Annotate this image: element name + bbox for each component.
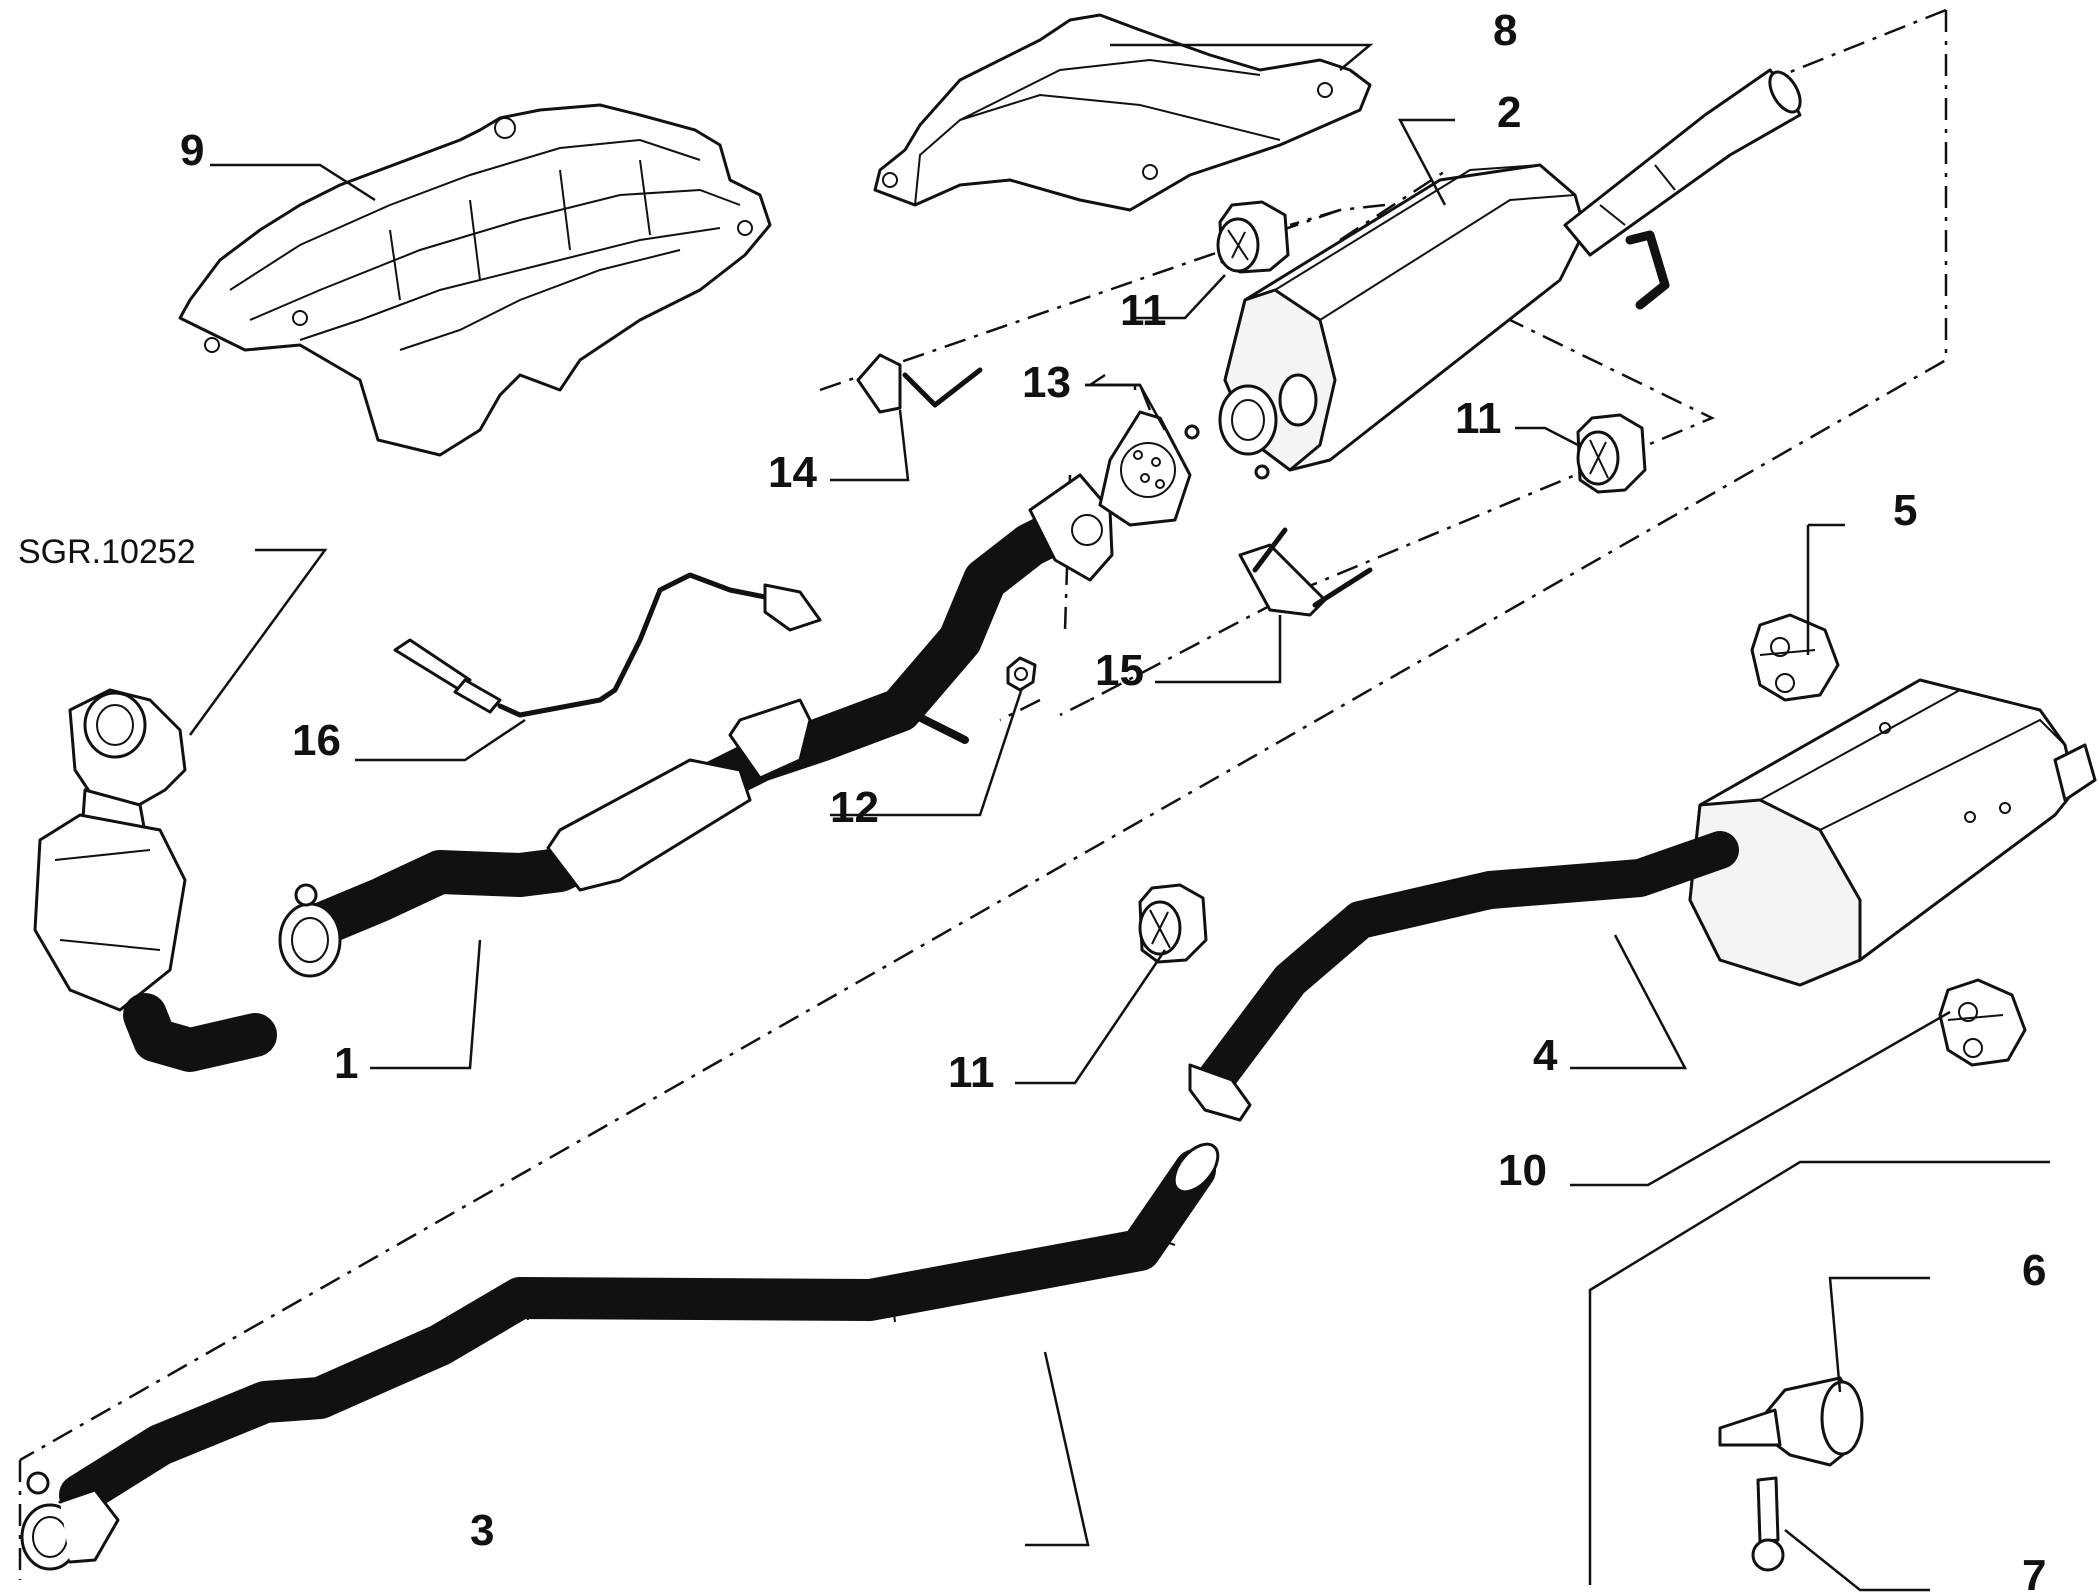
callout-13: 13 — [1022, 358, 1071, 407]
front-pipe — [278, 473, 1114, 978]
bracket-14 — [856, 353, 983, 414]
bracket-15 — [1238, 527, 1373, 617]
callout-10: 10 — [1498, 1146, 1547, 1195]
callout-3: 3 — [470, 1506, 494, 1555]
diagram-reference: SGR.10252 — [18, 533, 196, 571]
callout-9: 9 — [180, 126, 204, 175]
group-bracket — [1588, 1160, 2050, 1585]
heat-shield-front — [873, 13, 1372, 212]
callout-7: 7 — [2022, 1551, 2046, 1595]
callout-6: 6 — [2022, 1246, 2046, 1295]
lambda-sensor — [393, 572, 822, 718]
catalytic-converter-reference — [33, 688, 277, 1072]
pipe-clamp — [1718, 1376, 1864, 1467]
heat-shield-underbody — [178, 103, 772, 457]
callout-2: 2 — [1497, 88, 1521, 137]
callout-4: 4 — [1533, 1031, 1558, 1080]
callout-12: 12 — [830, 783, 879, 832]
gasket — [1098, 410, 1192, 527]
callout-14: 14 — [768, 448, 817, 497]
callout-16: 16 — [292, 716, 341, 765]
rubber-mount-11a — [1216, 200, 1290, 274]
rubber-mount-11c — [1138, 883, 1208, 964]
rubber-mount-11b — [1576, 413, 1647, 494]
leader-lines — [188, 43, 1951, 1592]
rubber-mount-5 — [1750, 613, 1840, 702]
callout-8: 8 — [1493, 6, 1517, 55]
bolt — [1751, 1476, 1785, 1572]
callout-11-right: 11 — [1455, 394, 1502, 443]
rubber-mount-10 — [1938, 978, 2027, 1067]
rear-silencer — [1188, 678, 2097, 1122]
intermediate-pipe — [20, 1142, 1220, 1571]
callout-1: 1 — [334, 1039, 358, 1088]
callout-5: 5 — [1893, 486, 1917, 535]
callout-11-bottom: 11 — [948, 1048, 995, 1097]
callout-15: 15 — [1095, 646, 1144, 695]
nut — [1006, 656, 1037, 692]
stud — [901, 706, 969, 744]
callout-11-top: 11 — [1120, 286, 1167, 335]
callout-labels: SGR.10252 1 2 3 4 5 6 7 8 9 10 11 11 11 … — [18, 6, 2046, 1595]
particulate-filter — [1184, 68, 1802, 480]
